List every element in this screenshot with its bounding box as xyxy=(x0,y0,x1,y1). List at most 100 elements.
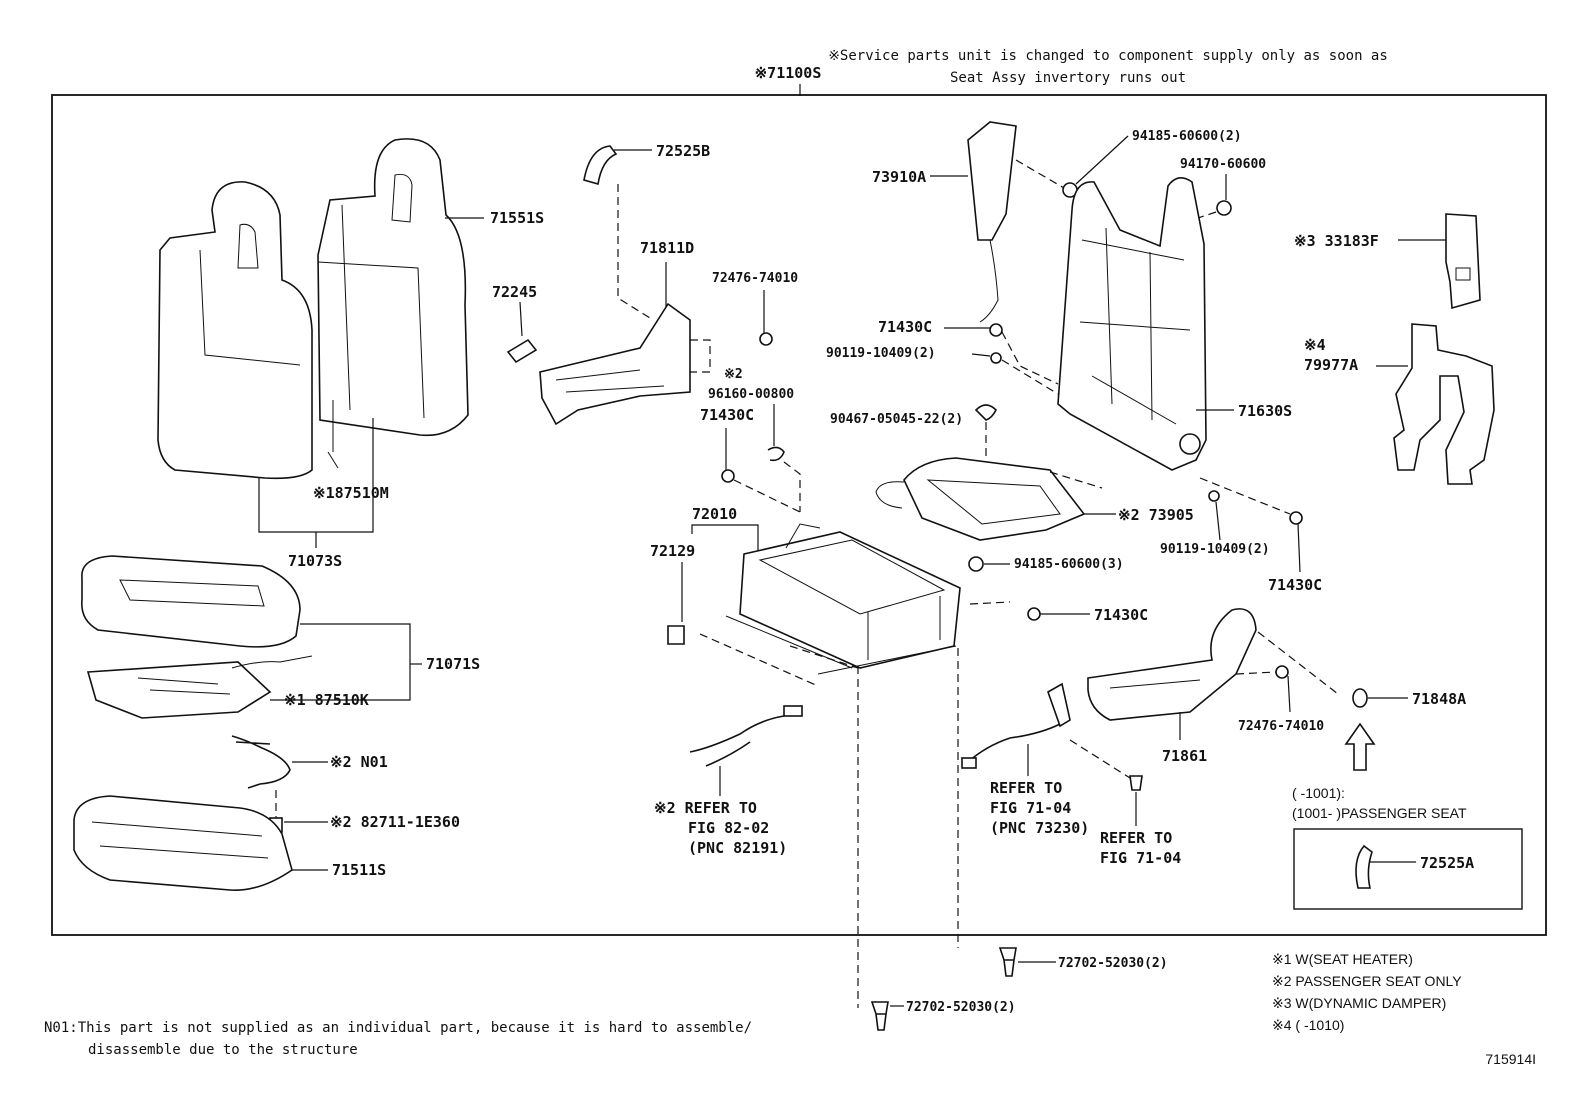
legend-1: ※1 W(SEAT HEATER) xyxy=(1272,951,1413,967)
knob-72245-drawing xyxy=(506,338,538,364)
dash-71430C-c xyxy=(1199,477,1291,515)
dash-ref3 xyxy=(1069,739,1131,779)
damper-33183F-drawing xyxy=(1445,213,1481,310)
label-71811D: 71811D xyxy=(640,239,694,257)
label-94185a: 94185-60600(2) xyxy=(1132,129,1242,144)
ref2-line1: REFER TO xyxy=(990,779,1062,797)
dash-71848A xyxy=(1235,631,1339,695)
ref1-line3: (PNC 82191) xyxy=(688,839,787,857)
cap-71848A-drawing xyxy=(1352,688,1368,708)
legend-3: ※3 W(DYNAMIC DAMPER) xyxy=(1272,995,1446,1011)
dash-94185a xyxy=(1015,159,1065,189)
label-71511S: 71511S xyxy=(332,861,386,879)
ref3-line1: REFER TO xyxy=(1100,829,1172,847)
dash-73905 xyxy=(1049,471,1103,489)
n01-harness-drawing xyxy=(231,735,291,789)
airbag-73910A-drawing xyxy=(967,121,1017,241)
dash-71430C-d xyxy=(969,601,1011,605)
dash-71430C-b xyxy=(1001,331,1059,395)
bolt-ref3-drawing xyxy=(1129,775,1143,791)
label-87510M: ※187510M xyxy=(313,484,389,502)
cushion-pan-73905-drawing xyxy=(875,457,1086,541)
label-71430C-c: 71430C xyxy=(1268,576,1322,594)
label-71551S: 71551S xyxy=(490,209,544,227)
legend-2: ※2 PASSENGER SEAT ONLY xyxy=(1272,973,1462,989)
seatback-frame-drawing xyxy=(1057,177,1207,471)
label-79977A: 79977A xyxy=(1304,356,1358,374)
harness-82191-drawing xyxy=(689,711,801,767)
leader-90119b xyxy=(1215,501,1221,541)
bolt-90119b-drawing xyxy=(1208,490,1220,502)
airbag-wire-drawing xyxy=(979,239,999,323)
ref1-line1: ※2 REFER TO xyxy=(654,799,757,817)
stopper-72129-drawing xyxy=(667,625,685,645)
pad-79977A-drawing xyxy=(1393,323,1495,485)
label-90119a: 90119-10409(2) xyxy=(826,346,936,361)
label-71430C-a: 71430C xyxy=(700,406,754,424)
label-71861: 71861 xyxy=(1162,747,1207,765)
cover-72525A-drawing xyxy=(1355,844,1373,889)
label-71073S: 71073S xyxy=(288,552,342,570)
inset-frame xyxy=(1293,828,1523,910)
bolt-71430C-c-drawing xyxy=(1289,511,1303,525)
dash-96160 xyxy=(783,461,801,512)
bolt-90119a-drawing xyxy=(990,352,1002,364)
label-72702a: 72702-52030(2) xyxy=(1058,956,1168,971)
buckle-wire-drawing xyxy=(967,723,1061,763)
dash-72476a xyxy=(690,339,711,373)
label-94170: 94170-60600 xyxy=(1180,157,1266,172)
bolt-72702a-drawing xyxy=(998,947,1017,977)
cushion-cover-drawing xyxy=(73,795,293,891)
label-72476a: 72476-74010 xyxy=(712,271,798,286)
label-71630S: 71630S xyxy=(1238,402,1292,420)
leader-94185a xyxy=(1075,135,1129,185)
buckle-73230-drawing xyxy=(1047,682,1071,728)
connector-82191-drawing xyxy=(783,705,803,717)
cover-72525B-drawing xyxy=(583,145,618,186)
label-72129: 72129 xyxy=(650,542,695,560)
label-71848A: 71848A xyxy=(1412,690,1466,708)
trim-71811D-drawing xyxy=(539,302,691,426)
legend-4: ※4 ( -1010) xyxy=(1272,1017,1344,1033)
seat-cushion-drawing xyxy=(81,555,313,719)
label-72525B: 72525B xyxy=(656,142,710,160)
inset-line1: ( -1001): xyxy=(1292,785,1345,801)
screw-72476b-drawing xyxy=(1275,665,1289,679)
label-94185b: 94185-60600(3) xyxy=(1014,557,1124,572)
label-79977A-mark: ※4 xyxy=(1304,336,1326,354)
label-90467: 90467-05045-22(2) xyxy=(830,412,963,427)
clip-96160-drawing xyxy=(767,446,785,462)
label-87510K: ※1 87510K xyxy=(284,691,369,709)
bolt-71430C-d-drawing xyxy=(1027,607,1041,621)
ref2-line3: (PNC 73230) xyxy=(990,819,1089,837)
bracket-71071S xyxy=(270,623,411,701)
inset-line2: (1001- )PASSENGER SEAT xyxy=(1292,805,1467,821)
assembly-frame xyxy=(51,94,1547,936)
bolt-72702b-drawing xyxy=(870,1001,889,1031)
label-72010: 72010 xyxy=(692,505,737,523)
service-notice-line1: ※Service parts unit is changed to compon… xyxy=(828,48,1388,64)
label-96160-mark: ※2 xyxy=(724,367,743,382)
footnote-line1: N01:This part is not supplied as an indi… xyxy=(44,1020,752,1036)
service-notice-line2: Seat Assy invertory runs out xyxy=(950,70,1186,86)
assembly-label: ※71100S xyxy=(755,64,822,82)
label-72525A: 72525A xyxy=(1420,854,1474,872)
buckle-connector-drawing xyxy=(961,757,977,769)
label-96160: 96160-00800 xyxy=(708,387,794,402)
label-33183F: ※3 33183F xyxy=(1294,232,1379,250)
label-71430C-d: 71430C xyxy=(1094,606,1148,624)
ref2-line2: FIG 71-04 xyxy=(990,799,1071,817)
ref1-line2: FIG 82-02 xyxy=(688,819,769,837)
label-72702b: 72702-52030(2) xyxy=(906,1000,1016,1015)
nut-94170-drawing xyxy=(1216,200,1232,216)
leader-72245 xyxy=(519,301,523,337)
label-82711: ※2 82711-1E360 xyxy=(330,813,460,831)
label-71430C-b: 71430C xyxy=(878,318,932,336)
seatback-cover-drawing xyxy=(157,138,469,480)
shield-71861-drawing xyxy=(1087,608,1257,721)
leader-71430C-c xyxy=(1297,523,1301,573)
seat-track-drawing xyxy=(725,523,961,675)
leader-72476b xyxy=(1287,675,1291,713)
